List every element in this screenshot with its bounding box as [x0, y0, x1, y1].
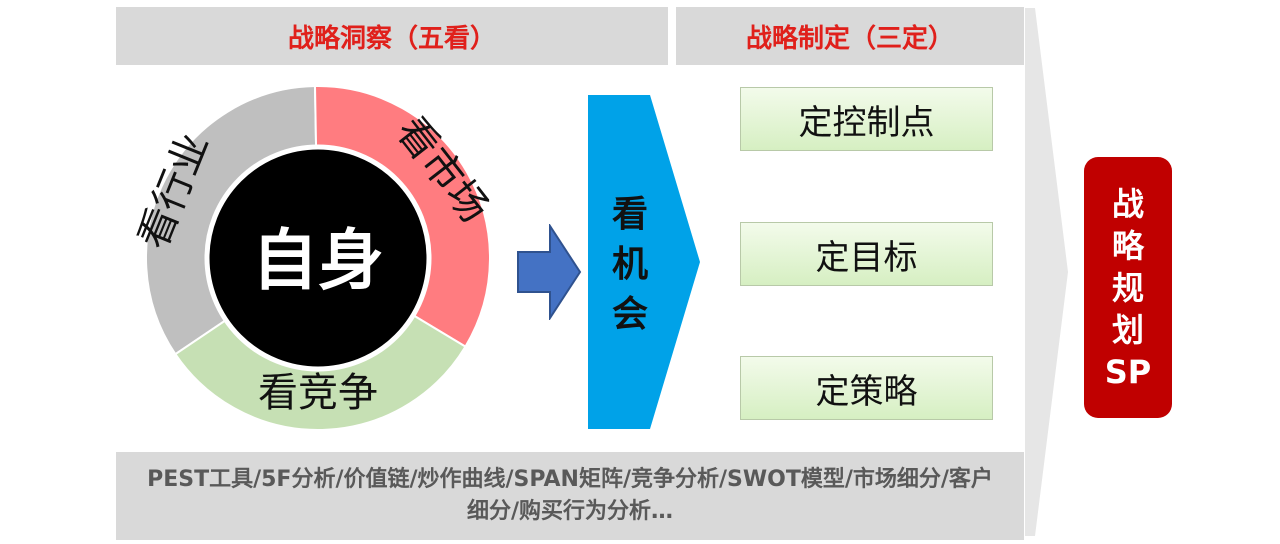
insight-header: 战略洞察（五看）: [116, 7, 668, 65]
cycle-diagram: 自身 看行业 看市场 看竞争: [130, 85, 497, 431]
sp-char-5: SP: [1104, 352, 1152, 391]
define-goal-label: 定目标: [815, 237, 918, 278]
define-goal-box: 定目标: [740, 222, 993, 286]
formulation-header: 战略制定（三定）: [676, 7, 1024, 65]
segment-competition-label: 看竞争: [258, 370, 378, 416]
opportunity-char-2: 机: [611, 244, 648, 285]
sp-char-1: 战: [1111, 184, 1144, 223]
sp-char-4: 划: [1111, 310, 1144, 349]
sp-char-2: 略: [1111, 226, 1144, 265]
tools-text: PEST工具/5F分析/价值链/炒作曲线/SPAN矩阵/竞争分析/SWOT模型/…: [147, 467, 993, 524]
insight-title: 战略洞察（五看）: [287, 23, 496, 54]
define-control-point-label: 定控制点: [798, 102, 935, 143]
opportunity-char-1: 看: [611, 194, 648, 235]
define-control-point-box: 定控制点: [740, 87, 993, 151]
opportunity-char-3: 会: [611, 294, 648, 335]
strategic-plan-box: 战 略 规 划 SP: [1084, 157, 1172, 418]
flow-arrow: [517, 224, 582, 320]
opportunity-chevron: [588, 95, 700, 429]
center-circle: [204, 144, 432, 372]
formulation-title: 战略制定（三定）: [745, 23, 954, 54]
tools-footer: PEST工具/5F分析/价值链/炒作曲线/SPAN矩阵/竞争分析/SWOT模型/…: [116, 452, 1024, 540]
define-strategy-box: 定策略: [740, 356, 993, 420]
sp-char-3: 规: [1111, 268, 1144, 307]
opportunity-label: 看 机 会: [588, 180, 672, 350]
define-strategy-label: 定策略: [815, 371, 918, 412]
center-label: 自身: [252, 222, 384, 299]
